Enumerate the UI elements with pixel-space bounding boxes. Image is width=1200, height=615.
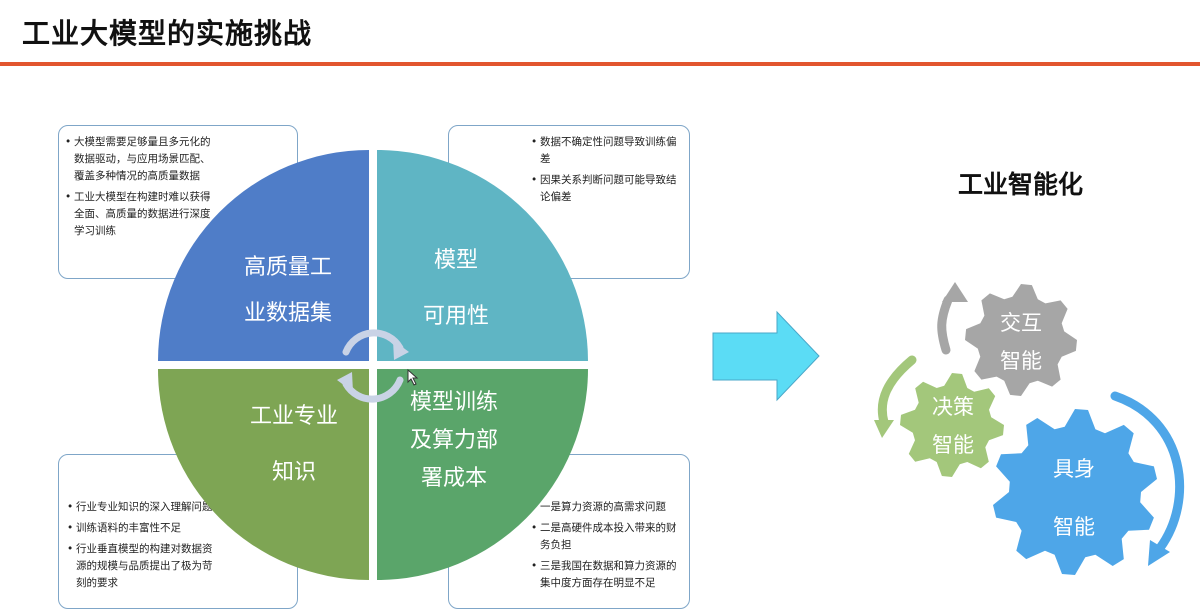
quadrant-label-line: 模型 <box>433 248 478 273</box>
list-item: 行业专业知识的深入理解问题 <box>67 499 219 516</box>
curved-arrow-icon <box>877 355 917 427</box>
cycle-arrow-head <box>393 340 409 360</box>
quadrant-label-line: 署成本 <box>420 466 487 491</box>
quadrant-label-line: 及算力部 <box>409 428 498 453</box>
quadrant-bottom-left <box>158 369 369 580</box>
gear-shape <box>993 409 1157 575</box>
gear-shape <box>900 373 1004 477</box>
gear-label-line: 智能 <box>1000 349 1042 373</box>
quadrant-top-right <box>377 150 588 361</box>
list-item: 二是高硬件成本投入带来的财务负担 <box>531 520 681 554</box>
cycle-arrow-head <box>337 372 353 392</box>
curved-arrow-head <box>874 420 894 438</box>
curved-arrow-icon <box>1110 391 1184 553</box>
industrial-intelligence-title: 工业智能化 <box>958 170 1084 199</box>
quadrant-top-left-label: 高质量工 业数据集 <box>244 245 332 337</box>
quadrant-bottom-right-label: 模型训练 及算力部 署成本 <box>404 384 504 498</box>
list-item: 工业大模型在构建时难以获得全面、高质量的数据进行深度学习训练 <box>65 189 215 240</box>
mouse-cursor-icon <box>407 368 419 386</box>
gear-label-line: 智能 <box>1053 515 1095 539</box>
quadrant-label-line: 知识 <box>271 460 316 485</box>
gear-label-interaction: 交互 智能 <box>994 304 1048 380</box>
list-item: 因果关系判断问题可能导致结论偏差 <box>531 172 681 206</box>
quadrant-label-line: 模型训练 <box>409 390 498 415</box>
right-arrow-icon <box>712 310 820 402</box>
gear-shape <box>965 284 1077 396</box>
gear-icon-interaction <box>965 284 1077 396</box>
quadrant-top-left <box>158 150 369 361</box>
list-item: 行业垂直模型的构建对数据资源的规模与品质提出了极为苛刻的要求 <box>67 541 219 592</box>
curved-arrow-head <box>942 282 968 302</box>
quadrant-top-right-label: 模型 可用性 <box>414 238 498 340</box>
gear-icon-decision <box>900 373 1004 477</box>
gear-label-line: 交互 <box>1000 311 1042 335</box>
cycle-arrows-icon <box>342 329 404 403</box>
quadrant-bottom-right <box>377 369 588 580</box>
list-item: 大模型需要足够量且多元化的数据驱动，与应用场景匹配、覆盖多种情况的高质量数据 <box>65 134 215 185</box>
box-bottom-left-list: 行业专业知识的深入理解问题 训练语料的丰富性不足 行业垂直模型的构建对数据资源的… <box>67 499 219 596</box>
box-top-left-list: 大模型需要足够量且多元化的数据驱动，与应用场景匹配、覆盖多种情况的高质量数据 工… <box>65 134 215 244</box>
quadrant-label-line: 可用性 <box>422 304 489 329</box>
curved-arrow-icon <box>937 295 953 355</box>
quadrant-label-line: 业数据集 <box>244 301 333 326</box>
gear-icon-embodied <box>993 409 1157 575</box>
gear-label-line: 智能 <box>932 433 974 457</box>
quadrant-label-line: 高质量工 <box>244 255 333 280</box>
curved-arrow-head <box>1148 540 1170 566</box>
list-item: 数据不确定性问题导致训练偏差 <box>531 134 681 168</box>
page-title: 工业大模型的实施挑战 <box>22 17 313 50</box>
list-item: 训练语料的丰富性不足 <box>67 520 219 537</box>
quadrant-bottom-left-label: 工业专业 知识 <box>244 394 344 496</box>
title-underline <box>0 62 1200 66</box>
gear-label-line: 具身 <box>1053 457 1095 481</box>
gear-label-line: 决策 <box>932 395 974 419</box>
gear-label-embodied: 具身 智能 <box>1046 440 1102 556</box>
quadrant-label-line: 工业专业 <box>249 404 338 429</box>
box-top-right-list: 数据不确定性问题导致训练偏差 因果关系判断问题可能导致结论偏差 <box>531 134 681 210</box>
list-item: 三是我国在数据和算力资源的集中度方面存在明显不足 <box>531 558 681 592</box>
gear-label-decision: 决策 智能 <box>926 388 980 464</box>
